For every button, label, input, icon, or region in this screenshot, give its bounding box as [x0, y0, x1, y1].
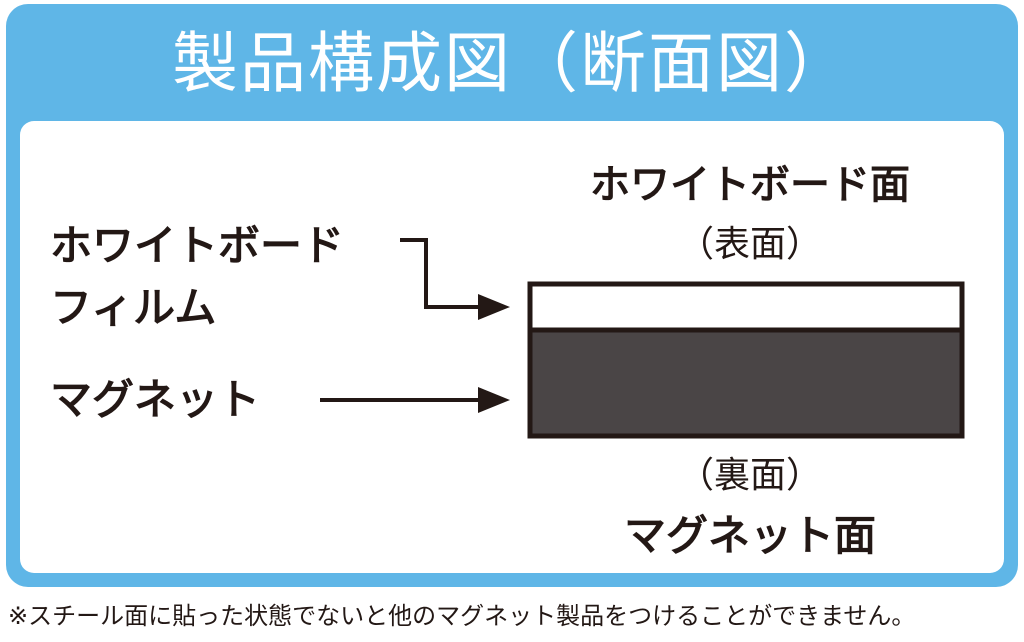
film-arrow-head: [478, 294, 510, 320]
magnet-layer: [527, 327, 965, 439]
bottom-face-label: マグネット面: [623, 511, 876, 560]
top-face-sublabel: （表面）: [677, 224, 822, 265]
film-arrow-line: [400, 238, 485, 309]
top-face-label: ホワイトボード面: [590, 162, 910, 208]
diagram-title: 製品構成図（断面図）: [172, 25, 852, 102]
bottom-face-sublabel: （裏面）: [677, 455, 822, 496]
whiteboard-film-layer: [527, 281, 965, 333]
film-label-line2: フィルム: [50, 283, 217, 332]
magnet-arrow-head: [478, 387, 510, 413]
magnet-label: マグネット: [50, 375, 261, 424]
footnote: ※スチール面に貼った状態でないと他のマグネット製品をつけることができません。: [8, 602, 916, 630]
film-label-line1: ホワイトボード: [50, 221, 345, 270]
